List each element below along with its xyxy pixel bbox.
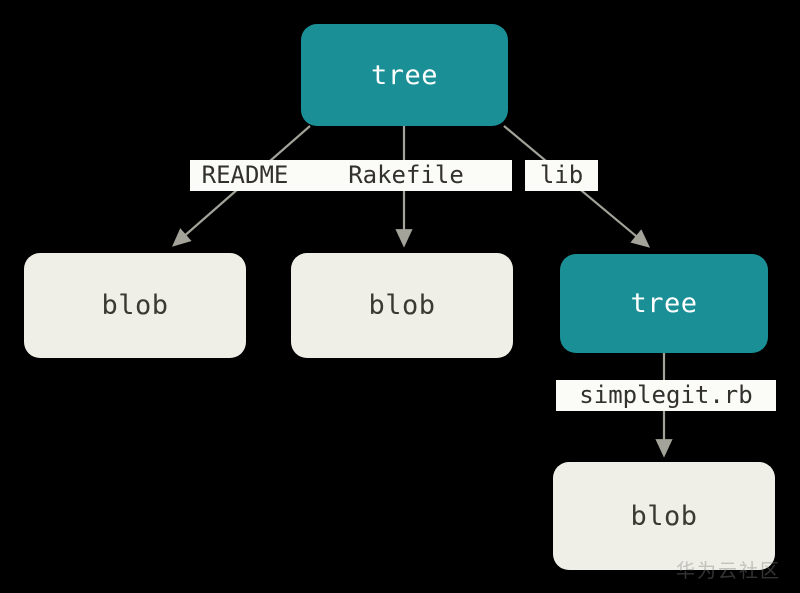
node-tree-lib-label: tree (630, 288, 698, 319)
node-blob-readme-label: blob (101, 290, 169, 321)
node-tree-root-label: tree (370, 59, 439, 91)
node-blob-simplegit-label: blob (630, 500, 698, 532)
node-blob-rakefile[interactable]: blob (291, 253, 513, 358)
node-tree-lib[interactable]: tree (560, 254, 768, 353)
node-tree-root[interactable]: tree (301, 24, 508, 126)
edge-label-readme: README (190, 160, 300, 191)
watermark-text: 华为云社区 (676, 560, 782, 582)
node-blob-rakefile-label: blob (368, 290, 436, 321)
edge-label-simplegit-rb: simplegit.rb (556, 380, 776, 411)
node-blob-readme[interactable]: blob (24, 253, 246, 358)
edge-label-lib: lib (525, 160, 598, 191)
edge-label-rakefile: Rakefile (300, 160, 512, 191)
node-blob-simplegit[interactable]: blob (553, 462, 775, 570)
